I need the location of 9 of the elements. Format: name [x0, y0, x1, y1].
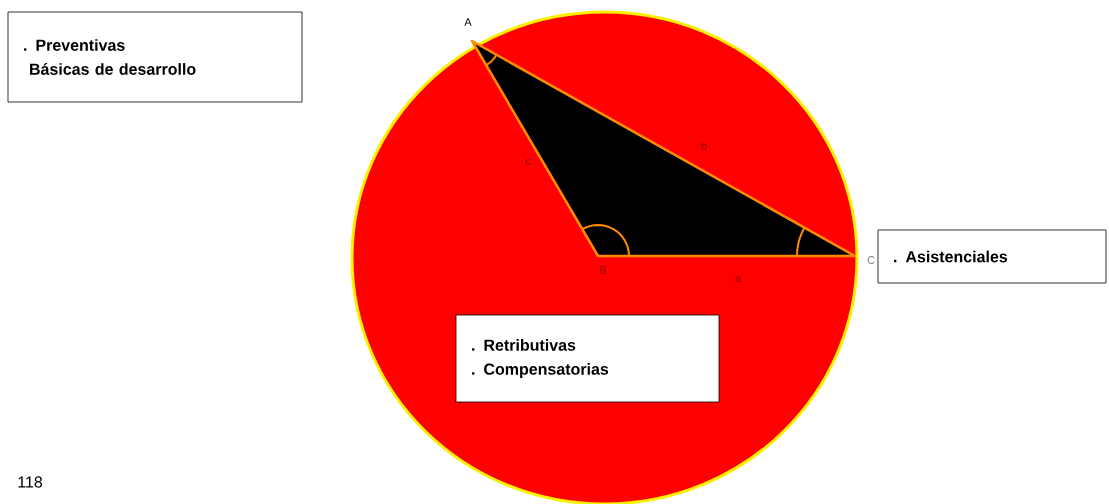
page-number: 118	[18, 476, 43, 488]
side-label: c	[525, 159, 531, 165]
text-box: . Retributivas . Compensatorias	[455, 314, 720, 403]
vertex-label: B	[600, 266, 607, 274]
side-label: a	[735, 276, 742, 282]
vertex-label: A	[464, 18, 472, 26]
text-box: . Preventivas Básicas de desarrollo	[7, 11, 303, 103]
side-label: b	[701, 141, 707, 151]
text-box: . Asistenciales	[877, 229, 1107, 284]
